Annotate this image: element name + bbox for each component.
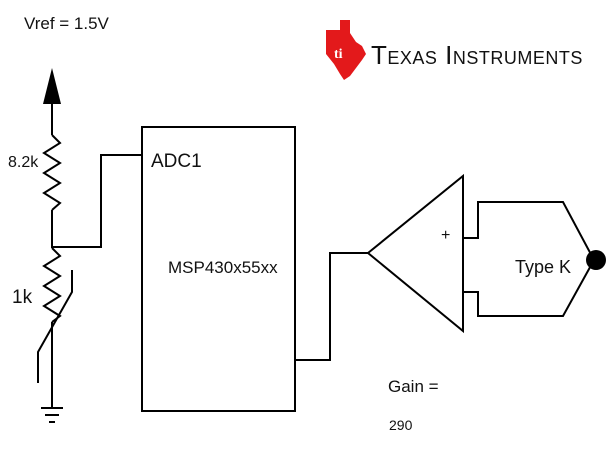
opamp-plus-label: + [441,227,450,244]
opamp-output-wire [295,252,368,361]
thermocouple-wire-top [463,201,595,261]
thermistor-1k [42,247,62,323]
r-top-label: 8.2k [8,154,39,171]
ti-logo-icon: ti [326,20,366,80]
thermocouple-label: Type K [515,257,571,277]
brand-name: Texas Instruments [371,40,583,70]
ti-logo-shape [326,20,366,80]
gain-label: Gain = [388,377,439,396]
thermistor-diagonal [37,270,73,383]
mcu-box [141,126,296,412]
svg-text:ti: ti [334,47,343,62]
vref-arrow-icon [43,68,61,104]
vref-label: Vref = 1.5V [24,14,110,33]
thermocouple-wire-bottom [463,259,595,317]
r-bottom-label: 1k [12,287,33,308]
adc-pin-label: ADC1 [151,151,202,172]
opamp-triangle [366,173,464,334]
mcu-label: MSP430x55xx [168,258,278,277]
resistor-8k2 [42,134,62,211]
thermocouple-junction-icon [586,250,606,270]
adc-wire [52,154,142,248]
gain-value: 290 [389,417,413,433]
ground-icon [41,407,63,423]
